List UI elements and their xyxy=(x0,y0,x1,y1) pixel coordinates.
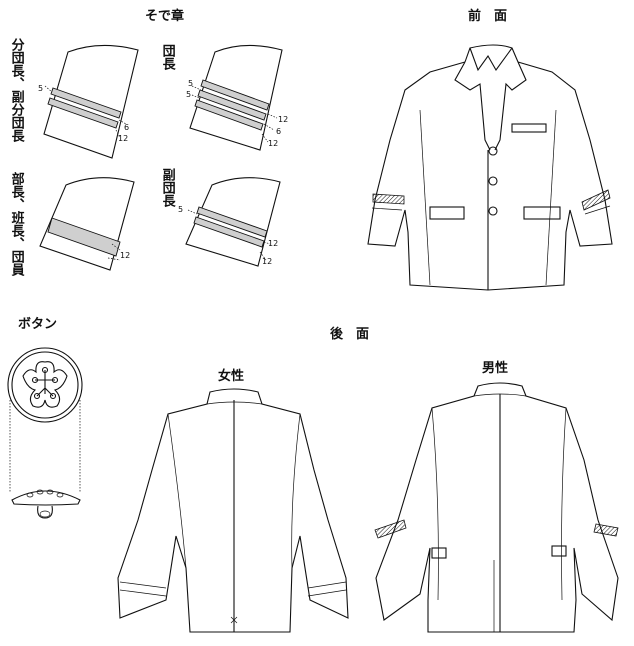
sleeve-danchou: 5 5 12 6 12 xyxy=(186,44,288,151)
dim-12: 12 xyxy=(120,251,130,260)
label-bunchou: 分団長、副分団長 xyxy=(8,38,24,142)
front-title: 前 面 xyxy=(468,9,508,24)
back-female-label: 女性 xyxy=(218,369,245,384)
button-title: ボタン xyxy=(18,317,58,332)
front-button-top xyxy=(488,146,498,156)
label-danchou: 団長 xyxy=(159,44,175,70)
back-male-label: 男性 xyxy=(482,361,509,376)
dim-5a: 5 xyxy=(188,79,193,88)
dim-12b: 12 xyxy=(262,257,272,266)
dim-6: 6 xyxy=(124,123,129,132)
dim-5: 5 xyxy=(38,84,43,93)
label-fukudanchou: 副団長 xyxy=(159,168,175,207)
dim-6: 6 xyxy=(276,127,281,136)
button-detail xyxy=(7,347,83,519)
front-button-mid xyxy=(488,176,498,186)
sleeve-badge-title: そで章 xyxy=(145,9,185,24)
back-jacket-male xyxy=(374,382,619,633)
sleeve-buchou: 12 xyxy=(39,177,135,271)
front-jacket xyxy=(367,44,613,291)
dim-12b: 12 xyxy=(268,139,278,148)
dim-12a: 12 xyxy=(268,239,278,248)
dim-12a: 12 xyxy=(278,115,288,124)
sleeve-fukudanchou: 5 12 12 xyxy=(178,177,281,267)
dim-5b: 5 xyxy=(186,90,191,99)
front-button-bottom xyxy=(488,206,498,216)
sleeve-bunchou: 5 6 12 xyxy=(38,44,139,159)
label-buchou: 部長、班長、団員 xyxy=(8,172,24,276)
back-jacket-female xyxy=(117,388,349,633)
back-title: 後 面 xyxy=(330,327,370,342)
dim-12: 12 xyxy=(118,134,128,143)
dim-5: 5 xyxy=(178,205,183,214)
